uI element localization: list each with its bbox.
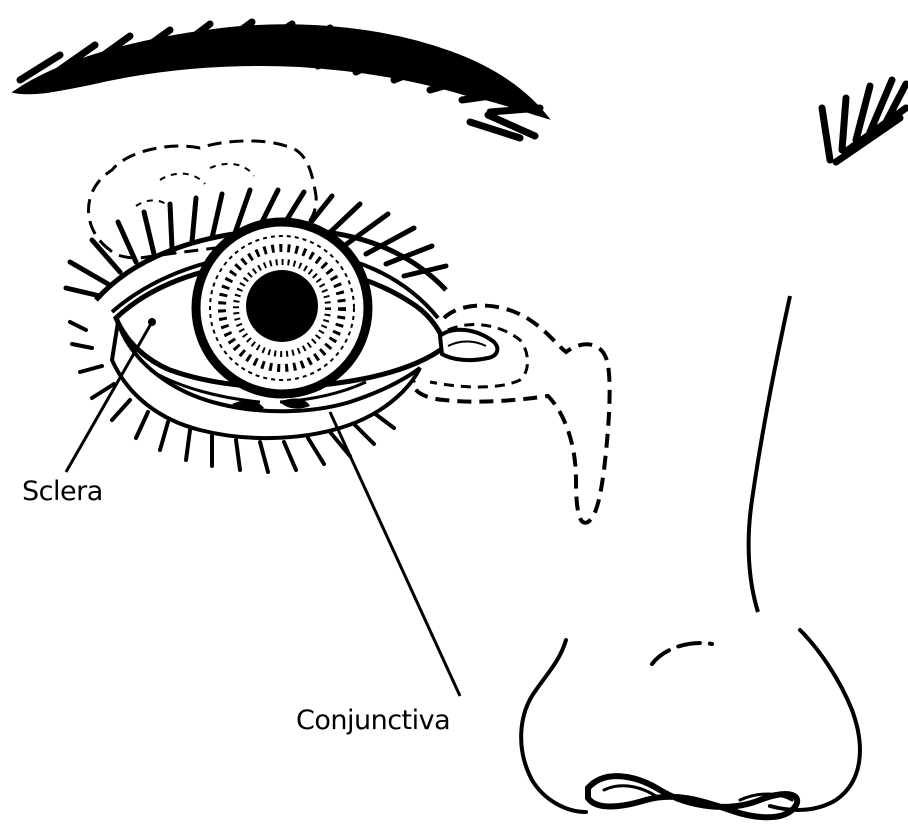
right-eyebrow — [822, 80, 906, 162]
conjunctiva-leader-line — [330, 412, 460, 696]
nose-bridge — [749, 296, 790, 612]
conjunctiva-label: Conjunctiva — [296, 707, 450, 734]
pupil — [246, 270, 318, 342]
sclera-label: Sclera — [22, 478, 103, 505]
sclera-leader-dot — [148, 318, 156, 326]
left-eyebrow — [14, 22, 548, 138]
nose — [521, 630, 860, 817]
